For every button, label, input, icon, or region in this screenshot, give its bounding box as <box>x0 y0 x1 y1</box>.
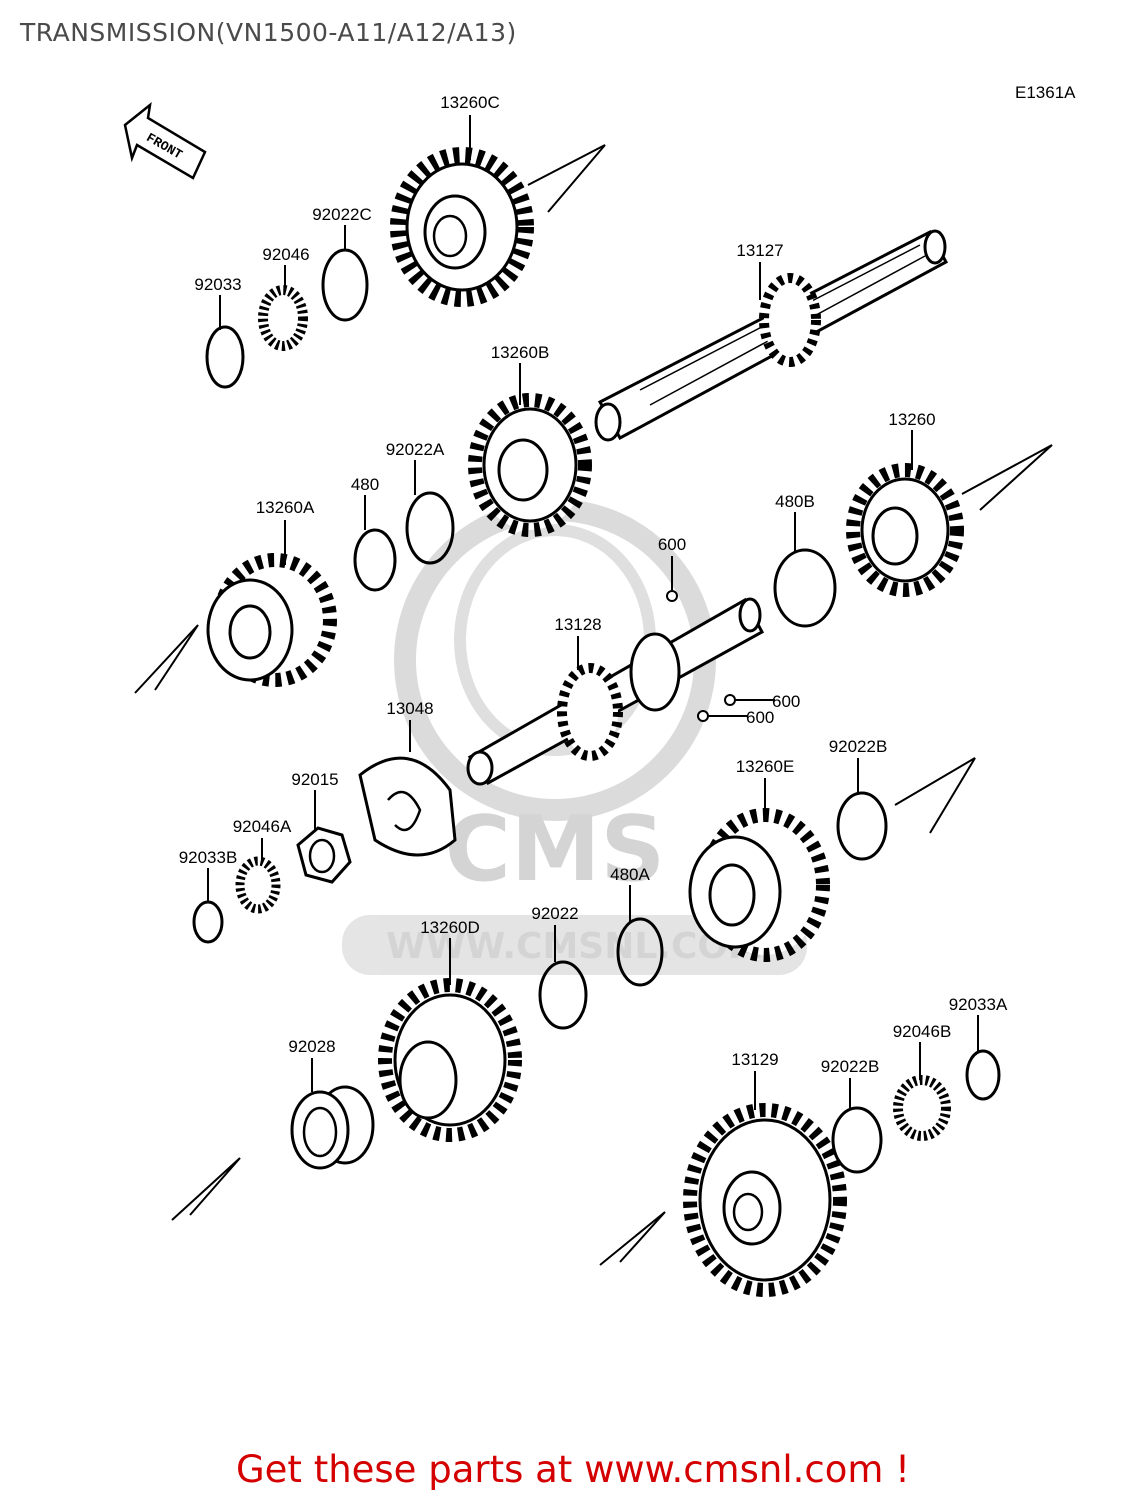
part-labels: E1361A 13260C 92022C 92046 92033 13127 1… <box>179 83 1076 1076</box>
watermark-logo-text: CMS <box>445 797 665 902</box>
gear-13260d <box>378 978 522 1142</box>
footer-promo-link[interactable]: Get these parts at www.cmsnl.com ! <box>235 1448 910 1491</box>
circlip-480a <box>616 917 664 987</box>
label-92028: 92028 <box>288 1037 335 1056</box>
label-92033: 92033 <box>194 275 241 294</box>
label-92022: 92022 <box>531 904 578 923</box>
label-480a: 480A <box>610 865 650 884</box>
gear-13260c <box>390 147 534 307</box>
shaft-13128 <box>466 597 765 786</box>
part-13048 <box>358 756 457 857</box>
needle-bearings <box>235 285 951 1141</box>
label-92033a: 92033A <box>949 995 1008 1014</box>
leader-lines <box>207 115 979 1110</box>
label-13128: 13128 <box>554 615 601 634</box>
label-92022c: 92022C <box>312 205 372 224</box>
shaft-13127 <box>594 229 949 442</box>
front-arrow-icon: FRONT <box>123 102 207 180</box>
page-title: TRANSMISSION(VN1500-A11/A12/A13) <box>20 18 517 47</box>
label-92022b-bottom: 92022B <box>821 1057 880 1076</box>
washer-92022a <box>405 491 455 565</box>
label-92046: 92046 <box>262 245 309 264</box>
gear-13260e <box>688 808 830 962</box>
washers <box>192 248 1001 1174</box>
label-13260d: 13260D <box>420 918 480 937</box>
label-92046b: 92046B <box>893 1022 952 1041</box>
gear-13260a <box>206 553 337 687</box>
circlip-92033b <box>192 900 224 944</box>
label-480b: 480B <box>775 492 815 511</box>
circlip-480 <box>353 528 397 592</box>
label-92015: 92015 <box>291 770 338 789</box>
label-600-b: 600 <box>772 692 800 711</box>
axis-lines <box>134 144 1053 1266</box>
balls-600 <box>666 590 775 722</box>
label-13127: 13127 <box>736 241 783 260</box>
label-92046a: 92046A <box>233 817 292 836</box>
label-13260: 13260 <box>888 410 935 429</box>
label-13260e: 13260E <box>736 757 795 776</box>
label-92022a: 92022A <box>386 440 445 459</box>
label-13048: 13048 <box>386 699 433 718</box>
label-600-a: 600 <box>658 535 686 554</box>
washer-92022 <box>538 960 588 1030</box>
gear-13129 <box>683 1103 847 1297</box>
label-13129: 13129 <box>731 1050 778 1069</box>
circlip-92033 <box>205 325 245 389</box>
bushing-92028 <box>290 1085 375 1170</box>
label-92022b-top: 92022B <box>829 737 888 756</box>
diagram-code: E1361A <box>1015 83 1076 102</box>
label-13260b: 13260B <box>491 343 550 362</box>
circlip-480b <box>773 548 837 628</box>
label-13260a: 13260A <box>256 498 315 517</box>
washer-92022c <box>321 248 369 322</box>
label-600-c: 600 <box>746 708 774 727</box>
washer-92022b-top <box>836 791 888 861</box>
gear-13260b <box>468 393 592 537</box>
label-13260c: 13260C <box>440 93 500 112</box>
label-92033b: 92033B <box>179 848 238 867</box>
nut-92015 <box>296 826 352 884</box>
circlip-92033a <box>965 1049 1001 1101</box>
label-480: 480 <box>351 475 379 494</box>
washer-92022b-bottom <box>831 1106 883 1174</box>
gear-13260 <box>846 463 964 597</box>
